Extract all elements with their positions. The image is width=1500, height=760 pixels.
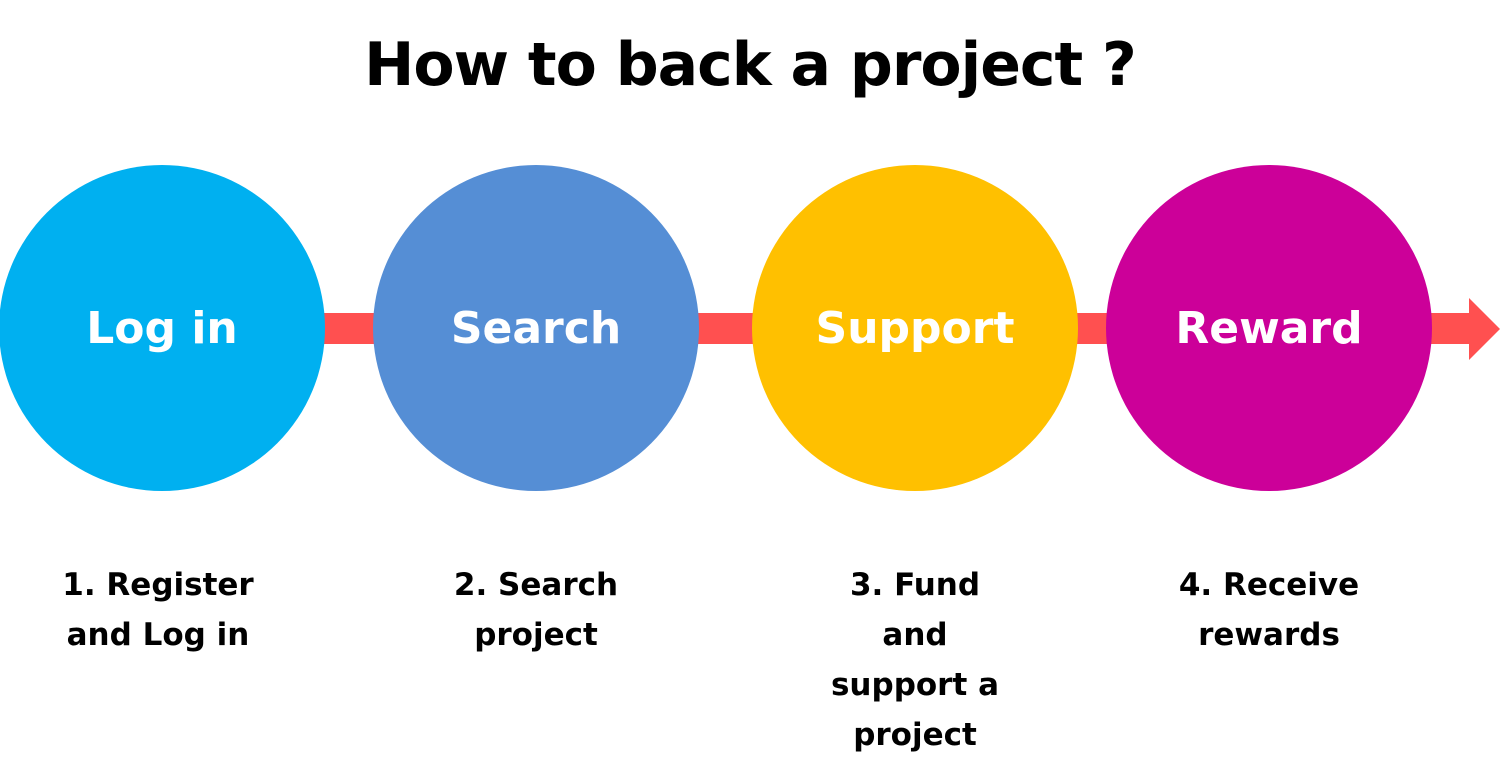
diagram-title: How to back a project ? xyxy=(364,30,1137,100)
step-label: Reward xyxy=(1175,302,1363,354)
step-label: Search xyxy=(450,302,622,354)
step-description: 2. Search project xyxy=(453,567,619,653)
step-description: 3. Fund and support a project xyxy=(830,567,1000,753)
step-circle-support: Support xyxy=(752,165,1078,491)
step-circle-login: Log in xyxy=(0,165,325,491)
step-description: 4. Receive rewards xyxy=(1178,567,1360,653)
step-label: Log in xyxy=(86,302,238,354)
step-circle-reward: Reward xyxy=(1106,165,1432,491)
step-label: Support xyxy=(815,302,1015,354)
step-description: 1. Register and Log in xyxy=(62,567,254,653)
step-circle-search: Search xyxy=(373,165,699,491)
